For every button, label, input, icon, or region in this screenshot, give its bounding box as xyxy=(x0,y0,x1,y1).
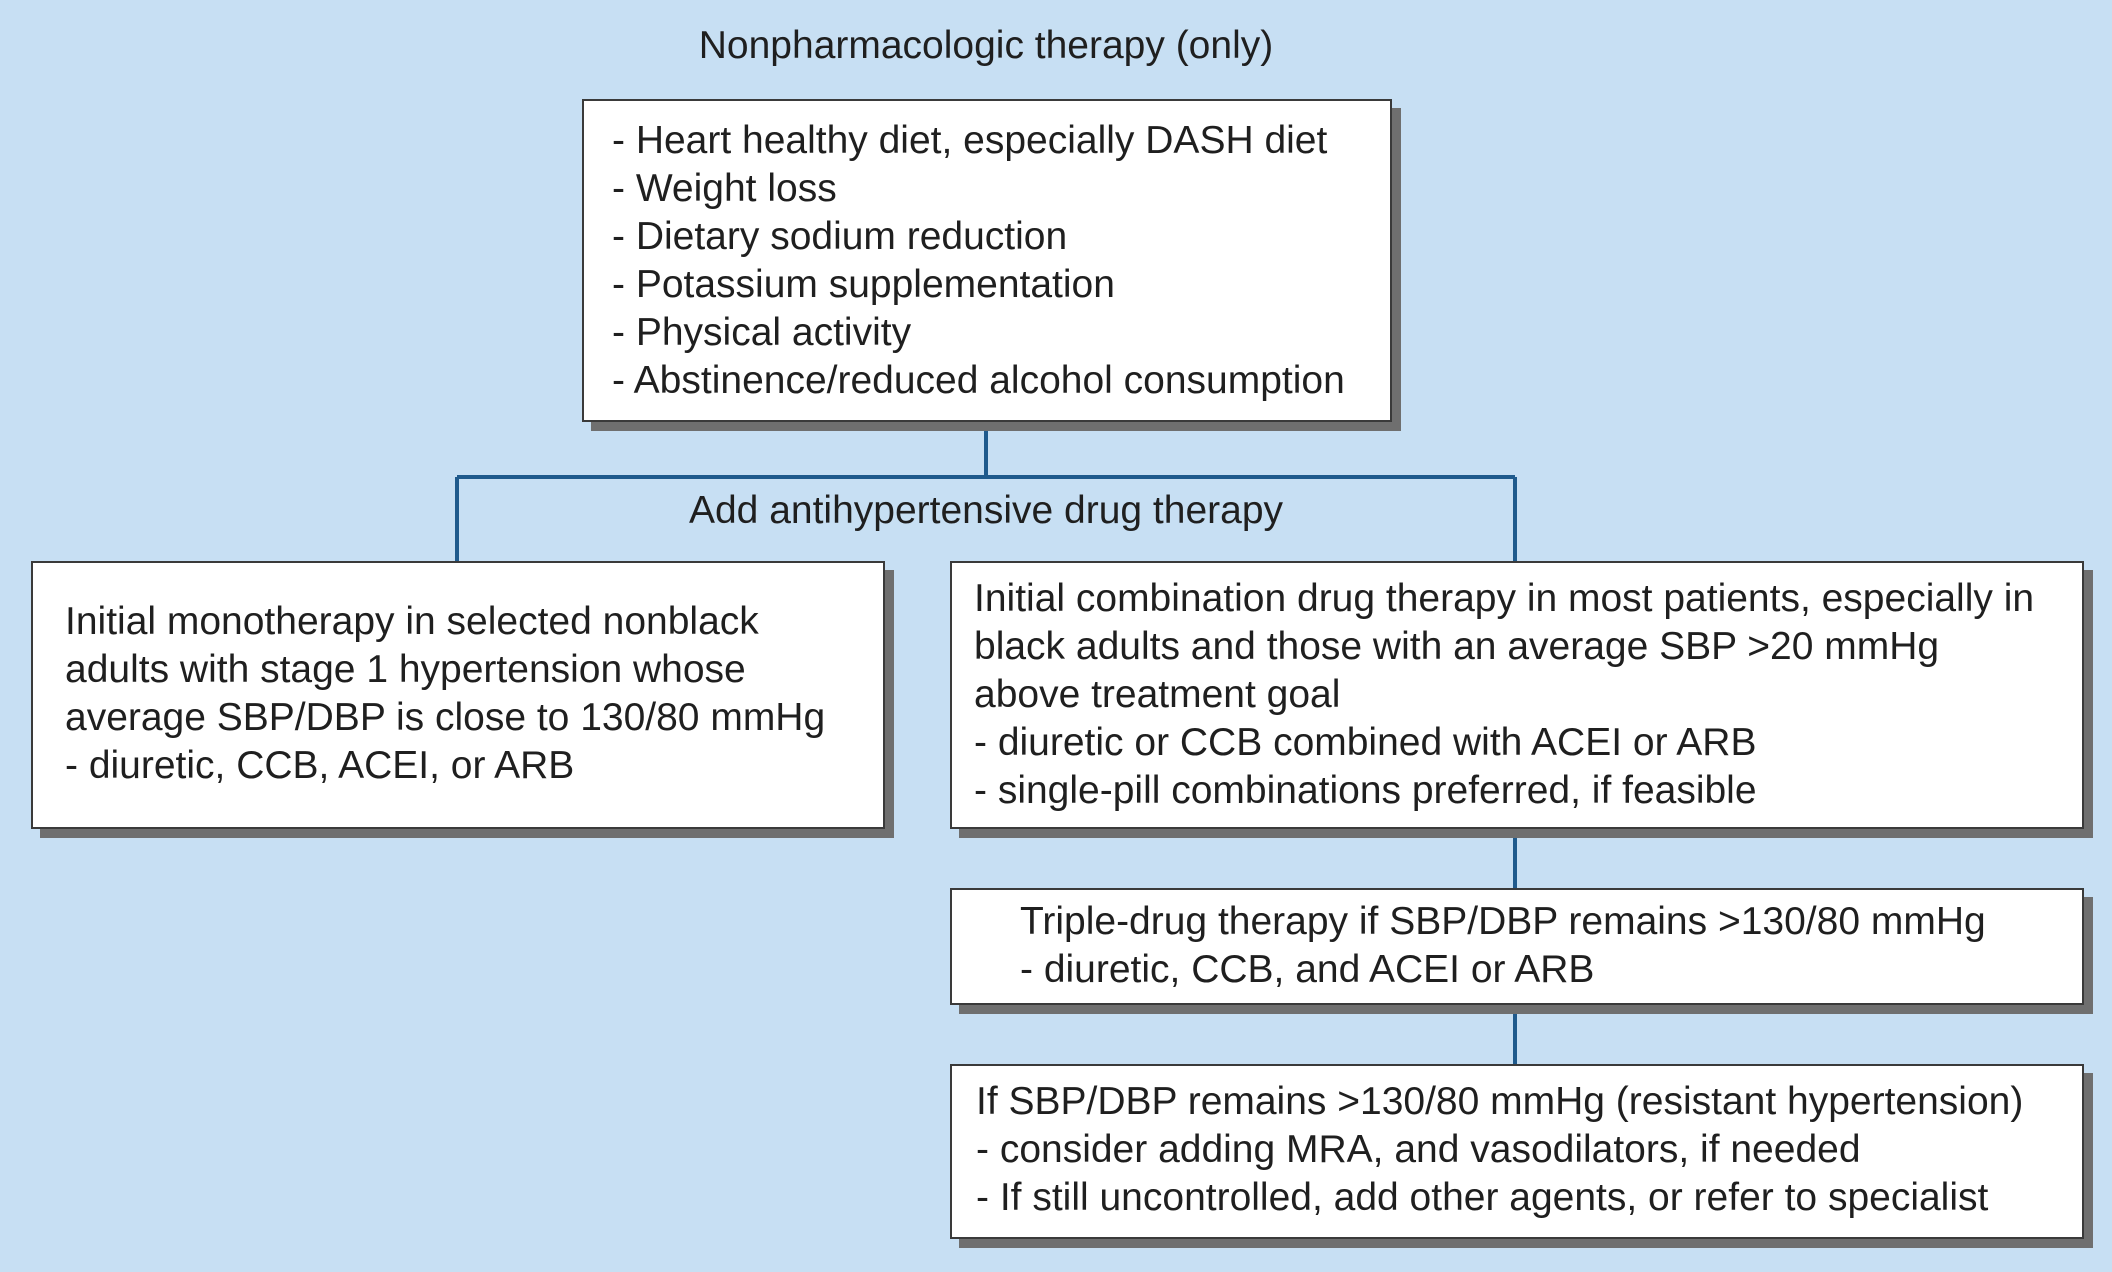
resistant-line: - If still uncontrolled, add other agent… xyxy=(976,1176,1989,1219)
combo-line: black adults and those with an average S… xyxy=(974,625,1940,668)
mono-line: adults with stage 1 hypertension whose xyxy=(65,648,746,691)
branch-label: Add antihypertensive drug therapy xyxy=(688,489,1284,532)
combo-line: Initial combination drug therapy in most… xyxy=(974,577,2035,620)
nonpharm-line: - Heart healthy diet, especially DASH di… xyxy=(612,119,1328,162)
resistant-hypertension-box: If SBP/DBP remains >130/80 mmHg (resista… xyxy=(950,1064,2084,1239)
combo-line: above treatment goal xyxy=(974,673,1341,716)
nonpharm-box: - Heart healthy diet, especially DASH di… xyxy=(582,99,1392,422)
top-label: Nonpharmacologic therapy (only) xyxy=(698,24,1274,67)
resistant-line: If SBP/DBP remains >130/80 mmHg (resista… xyxy=(976,1080,2024,1123)
triple-therapy-box: Triple-drug therapy if SBP/DBP remains >… xyxy=(950,888,2084,1005)
combo-line: - single-pill combinations preferred, if… xyxy=(974,769,1757,812)
nonpharm-line: - Weight loss xyxy=(612,167,837,210)
monotherapy-box: Initial monotherapy in selected nonblack… xyxy=(31,561,885,829)
nonpharm-line: - Abstinence/reduced alcohol consumption xyxy=(612,359,1345,402)
resistant-line: - consider adding MRA, and vasodilators,… xyxy=(976,1128,1861,1171)
mono-line: Initial monotherapy in selected nonblack xyxy=(65,600,759,643)
triple-line: - diuretic, CCB, and ACEI or ARB xyxy=(1020,948,1595,991)
combo-line: - diuretic or CCB combined with ACEI or … xyxy=(974,721,1757,764)
nonpharm-line: - Physical activity xyxy=(612,311,912,354)
triple-line: Triple-drug therapy if SBP/DBP remains >… xyxy=(1020,900,1986,943)
mono-line: average SBP/DBP is close to 130/80 mmHg xyxy=(65,696,826,739)
mono-line: - diuretic, CCB, ACEI, or ARB xyxy=(65,744,575,787)
nonpharm-line: - Potassium supplementation xyxy=(612,263,1115,306)
nonpharm-line: - Dietary sodium reduction xyxy=(612,215,1068,258)
combination-therapy-box: Initial combination drug therapy in most… xyxy=(950,561,2084,829)
